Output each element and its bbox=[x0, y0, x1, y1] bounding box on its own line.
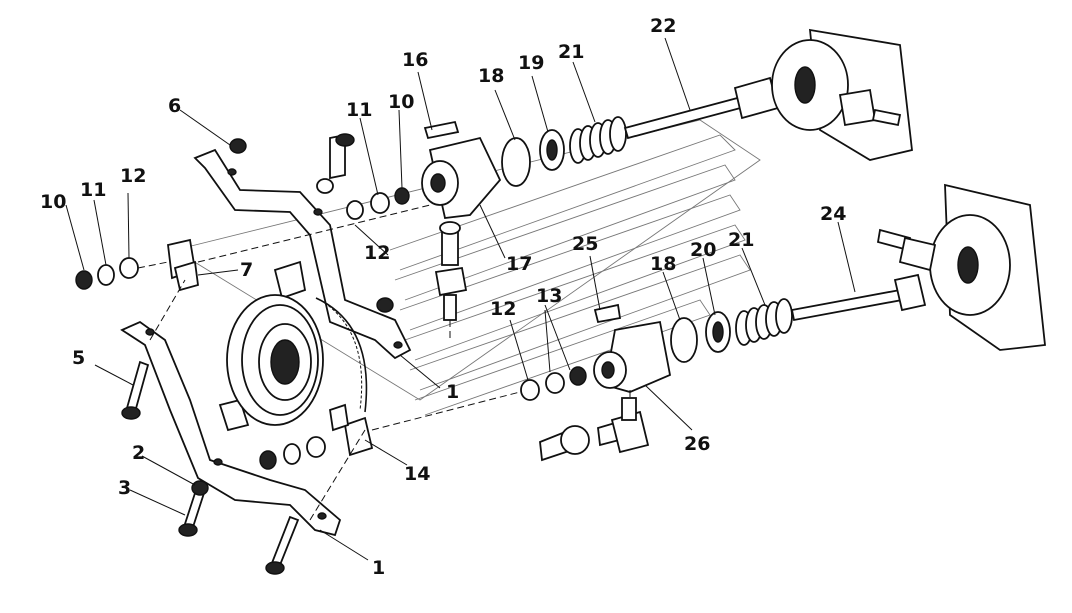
callout-18-lower: 18 bbox=[650, 253, 676, 275]
callout-19: 19 bbox=[518, 52, 544, 74]
callout-6: 6 bbox=[168, 95, 181, 117]
lower-fitting bbox=[539, 397, 650, 462]
callout-1-mid: 1 bbox=[446, 381, 459, 403]
perspective-outline bbox=[173, 119, 761, 416]
callout-25: 25 bbox=[572, 233, 598, 255]
callout-17: 17 bbox=[506, 253, 532, 275]
left-nut-stack bbox=[75, 238, 199, 292]
fitting-stack bbox=[434, 221, 468, 321]
callout-16: 16 bbox=[402, 49, 428, 71]
callout-14: 14 bbox=[404, 463, 430, 485]
callout-5: 5 bbox=[72, 347, 85, 369]
callout-12-mid: 12 bbox=[364, 242, 390, 264]
callout-13: 13 bbox=[536, 285, 562, 307]
bolts bbox=[121, 138, 300, 575]
lower-spring-assembly bbox=[670, 273, 927, 363]
callout-20: 20 bbox=[690, 239, 716, 261]
bracket-upper bbox=[193, 148, 412, 360]
leader-lines bbox=[65, 37, 856, 561]
lower-nut-stack bbox=[259, 297, 394, 470]
bracket-lower bbox=[120, 320, 342, 537]
callout-11-left: 11 bbox=[80, 179, 106, 201]
upper-right-mount bbox=[771, 28, 913, 161]
callout-26: 26 bbox=[684, 433, 710, 455]
lower-washer-stack bbox=[520, 366, 587, 401]
callout-12-lower: 12 bbox=[490, 298, 516, 320]
callout-7: 7 bbox=[240, 259, 253, 281]
center-lines bbox=[149, 204, 631, 521]
lower-right-mount bbox=[876, 183, 1046, 351]
callout-10-mid: 10 bbox=[388, 91, 414, 113]
callout-3: 3 bbox=[118, 477, 131, 499]
upper-valve-housing bbox=[421, 120, 502, 219]
callout-12-left: 12 bbox=[120, 165, 146, 187]
pulley-gear bbox=[226, 294, 368, 426]
callout-1-lower: 1 bbox=[372, 557, 385, 579]
callout-18-upper: 18 bbox=[478, 65, 504, 87]
callout-21-lower: 21 bbox=[728, 229, 754, 251]
callout-10-left: 10 bbox=[40, 191, 66, 213]
mid-nut-stack bbox=[316, 133, 410, 220]
callout-11-mid: 11 bbox=[346, 99, 372, 121]
callout-24: 24 bbox=[820, 203, 846, 225]
callout-22: 22 bbox=[650, 15, 676, 37]
callout-labels: 6 10 11 12 7 5 2 3 1 1 14 16 11 10 12 18… bbox=[40, 15, 846, 579]
callout-21-upper: 21 bbox=[558, 41, 584, 63]
upper-spring-assembly bbox=[501, 76, 780, 187]
callout-2: 2 bbox=[132, 442, 145, 464]
lower-valve-housing bbox=[593, 303, 672, 393]
